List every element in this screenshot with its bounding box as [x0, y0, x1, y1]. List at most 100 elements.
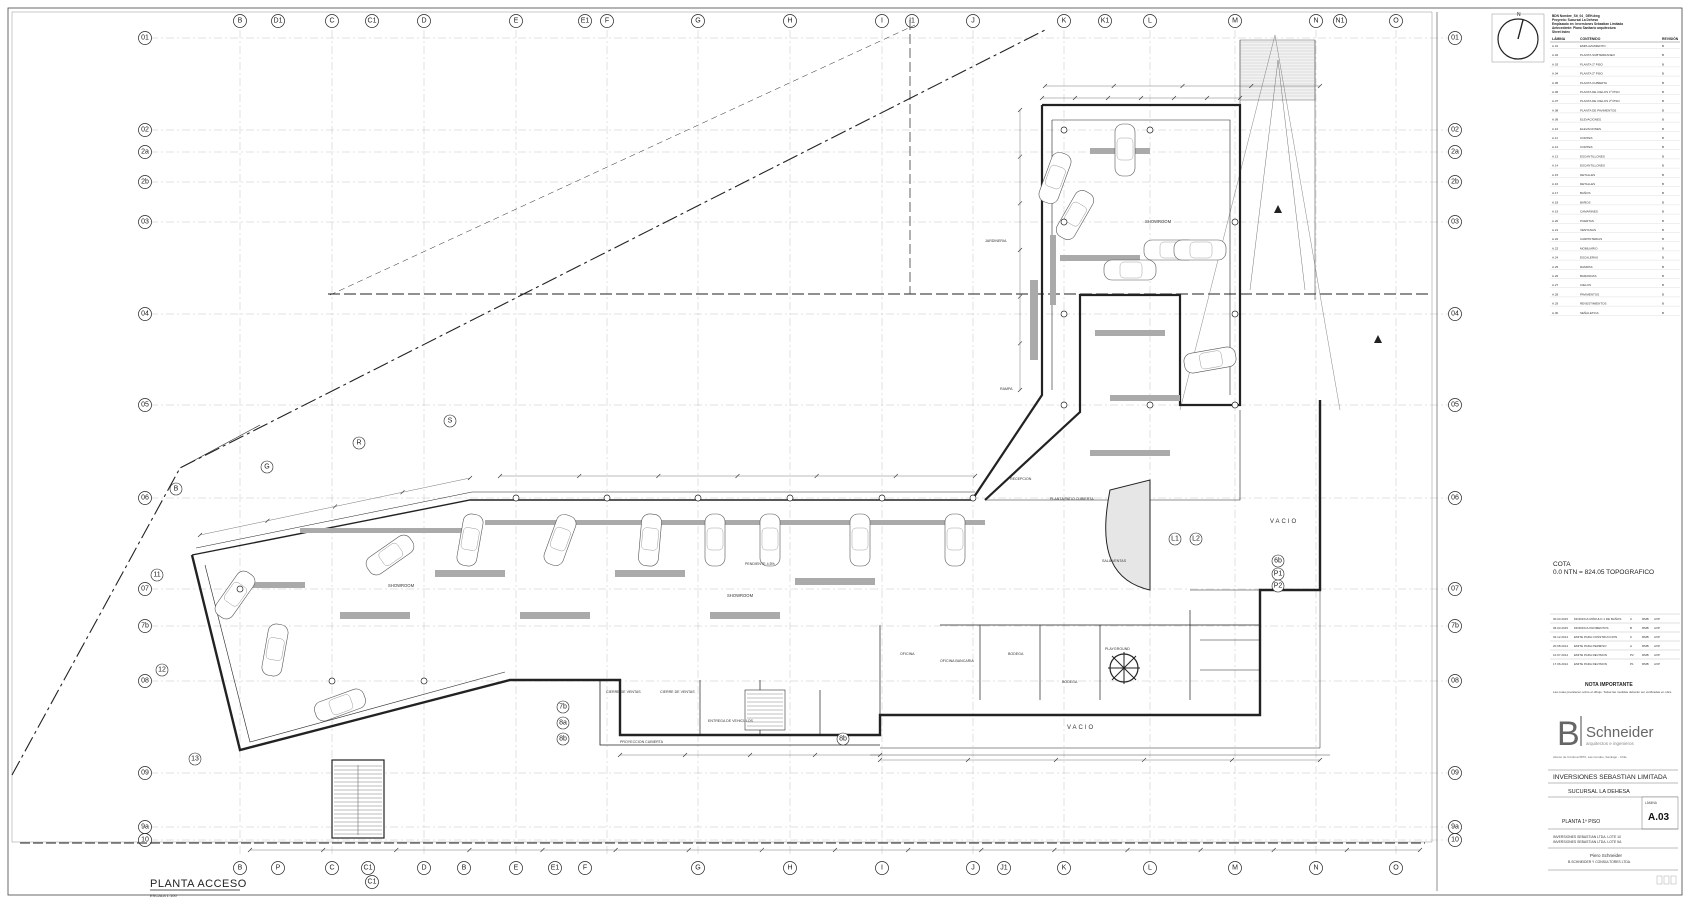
svg-text:13: 13	[191, 756, 199, 763]
svg-text:9a: 9a	[141, 824, 149, 831]
svg-text:02: 02	[141, 127, 149, 134]
bubble-g: G	[260, 460, 274, 474]
revision-cell: 0	[1630, 635, 1632, 639]
owner-2: INVERSIONES SEBASTIAN LTDA. LOTE 5A	[1553, 840, 1622, 844]
revision-cell: 10.07.2014	[1553, 653, 1568, 657]
index-cell: A.14	[1552, 164, 1559, 168]
index-cell: A.02	[1552, 53, 1559, 57]
svg-text:C: C	[329, 865, 334, 872]
index-cell: A.15	[1552, 173, 1559, 177]
index-cell: A.22	[1552, 237, 1559, 241]
car-icon	[314, 688, 366, 722]
revision-cell: AXP	[1654, 626, 1660, 630]
room-showroom-north: SHOWROOM	[1145, 219, 1172, 224]
column-icon	[512, 494, 520, 502]
grid-bubble-right-08: 08	[1448, 674, 1462, 688]
column-icon	[1060, 310, 1068, 318]
interior-stair	[744, 689, 786, 731]
revision-cell: MODIFICA PAVIMENTOS	[1574, 626, 1609, 630]
grid-bubble-right-9a: 9a	[1448, 820, 1462, 834]
index-cell: CORTES	[1580, 136, 1592, 140]
index-cell: A.07	[1552, 99, 1559, 103]
grid-bubble-bottom-D: D	[417, 861, 431, 875]
car-icon	[1183, 346, 1237, 374]
column-icon	[1060, 218, 1068, 226]
car-icon	[1103, 259, 1157, 281]
index-cell: B	[1662, 53, 1664, 57]
grid-bubble-right-10: 10	[1448, 833, 1462, 847]
grid-bubble-right-09: 09	[1448, 766, 1462, 780]
room-recepcion: RECEPCION	[1010, 477, 1032, 481]
index-cell: BARANDAS	[1580, 274, 1597, 278]
index-cell: PLANTA 2º PISO	[1580, 72, 1604, 76]
index-header: REVISIÓN	[1662, 36, 1679, 41]
index-cell: B	[1662, 72, 1664, 76]
car-icon	[759, 513, 781, 567]
index-cell: B	[1662, 145, 1664, 149]
index-cell: CARPINTERIAS	[1580, 237, 1602, 241]
outer-border	[7, 7, 1683, 896]
index-cell: A.30	[1552, 311, 1559, 315]
revision-cell: EMITE PARA REVISION	[1574, 653, 1607, 657]
index-cell: A.23	[1552, 246, 1559, 250]
svg-text:J: J	[971, 18, 975, 25]
grid-bubble-bottom-c1-extra: C1	[365, 875, 379, 889]
grid-bubble-left-09: 09	[138, 766, 152, 780]
playground-icon	[1108, 652, 1140, 684]
column-icon	[420, 677, 428, 685]
car-icon	[638, 513, 662, 567]
index-cell: B	[1662, 283, 1664, 287]
svg-text:C1: C1	[364, 865, 373, 872]
grid-bubble-top-M: M	[1228, 14, 1242, 28]
index-cell: B	[1662, 246, 1664, 250]
index-cell: A.17	[1552, 191, 1559, 195]
revision-cell: 20.08.2014	[1553, 644, 1568, 648]
svg-text:H: H	[787, 18, 792, 25]
grid-bubble-bottom-F: F	[578, 861, 592, 875]
svg-text:11: 11	[153, 572, 160, 579]
room-sala-ventas: SALA VENTAS	[1102, 559, 1127, 563]
svg-text:2a: 2a	[1451, 149, 1459, 156]
index-cell: A.16	[1552, 182, 1559, 186]
svg-text:J: J	[971, 865, 975, 872]
index-cell: A.21	[1552, 228, 1559, 232]
svg-text:E1: E1	[551, 865, 560, 872]
grid-bubble-top-O: O	[1389, 14, 1403, 28]
svg-text:N: N	[1517, 12, 1521, 18]
svg-text:S: S	[448, 418, 453, 425]
svg-text:I: I	[881, 865, 883, 872]
column-icon	[1231, 218, 1239, 226]
index-cell: A.01	[1552, 44, 1559, 48]
index-cell: A.12	[1552, 145, 1559, 149]
sheet-number: A.03	[1648, 812, 1670, 823]
index-cell: B	[1662, 118, 1664, 122]
grid-bubble-left-05: 05	[138, 398, 152, 412]
grid-bubble-top-C: C	[325, 14, 339, 28]
grid-bubble-top-L: L	[1143, 14, 1157, 28]
svg-text:8b: 8b	[839, 736, 847, 743]
bubble-8a: 8a	[556, 716, 570, 730]
index-cell: A.04	[1552, 72, 1559, 76]
svg-text:P2: P2	[1274, 583, 1283, 590]
grid-bubble-top-C1: C1	[365, 14, 379, 28]
column-icon	[1231, 401, 1239, 409]
svg-text:P: P	[276, 865, 281, 872]
index-cell: B	[1662, 44, 1664, 48]
index-cell: PLANTA SUBTERRANEO	[1580, 53, 1616, 57]
index-cell: B	[1662, 127, 1664, 131]
svg-text:G: G	[695, 865, 700, 872]
index-cell: RAMPAS	[1580, 265, 1592, 269]
room-bodega-2: BODEGA	[1062, 680, 1078, 684]
grid-bubble-bottom-B: B	[233, 861, 247, 875]
car-icon	[1055, 190, 1095, 240]
index-header: LÁMINA	[1552, 36, 1566, 41]
grid-bubble-bottom-J: J	[966, 861, 980, 875]
column-icon	[1146, 401, 1154, 409]
svg-text:N: N	[1313, 18, 1318, 25]
column-icon	[786, 494, 794, 502]
grid-bubble-top-B: B	[233, 14, 247, 28]
grid-bubble-bottom-G: G	[691, 861, 705, 875]
svg-text:F: F	[605, 18, 609, 25]
room-showroom-main-2: SHOWROOM	[727, 593, 754, 598]
